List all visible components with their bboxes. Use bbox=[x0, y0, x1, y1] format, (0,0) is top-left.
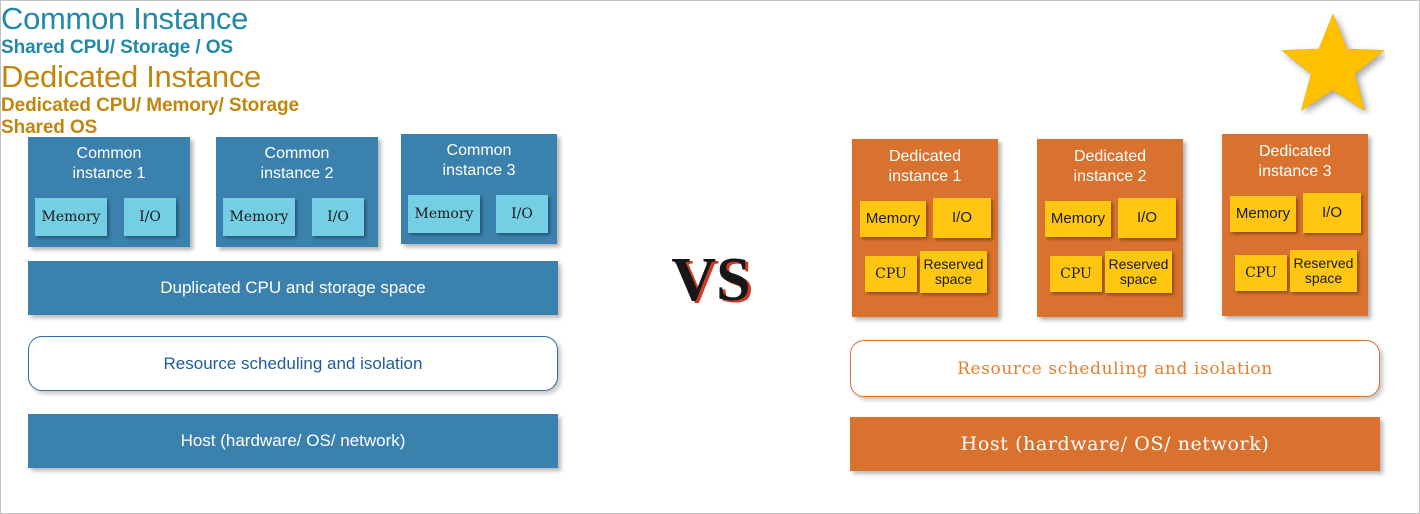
common-instance-3-chip-io[interactable]: I/O bbox=[496, 195, 548, 233]
dedicated-instance-card-2-name-line1: Dedicated bbox=[1073, 148, 1147, 165]
dedicated-instance-card-1-name: Dedicated instance 1 bbox=[852, 139, 998, 187]
common-instance-card-3-name-line1: Common bbox=[446, 142, 512, 159]
dedicated-instance-card-1[interactable]: Dedicated instance 1 Memory I/O CPU Rese… bbox=[852, 139, 998, 317]
common-instance-card-2[interactable]: Common instance 2 Memory I/O bbox=[216, 137, 378, 247]
dedicated-instance-3-chip-memory[interactable]: Memory bbox=[1230, 196, 1296, 232]
dedicated-instance-heading-block: Dedicated Instance Dedicated CPU/ Memory… bbox=[1, 59, 471, 139]
common-instance-1-chip-io[interactable]: I/O bbox=[124, 198, 176, 236]
dedicated-instance-3-chip-cpu[interactable]: CPU bbox=[1235, 255, 1287, 291]
common-instance-card-3-name: Common instance 3 bbox=[401, 134, 557, 181]
dedicated-instance-card-2-name-line2: instance 2 bbox=[1073, 168, 1147, 185]
common-instance-3-chip-memory[interactable]: Memory bbox=[408, 195, 480, 233]
dedicated-instance-card-3[interactable]: Dedicated instance 3 Memory I/O CPU Rese… bbox=[1222, 134, 1368, 316]
dedicated-instance-title: Dedicated Instance bbox=[1, 59, 261, 94]
dedicated-bar-resource-scheduling: Resource scheduling and isolation bbox=[850, 340, 1380, 397]
dedicated-instance-card-3-name: Dedicated instance 3 bbox=[1222, 134, 1368, 182]
dedicated-instance-2-chip-cpu[interactable]: CPU bbox=[1050, 256, 1102, 292]
common-instance-title: Common Instance bbox=[1, 1, 249, 36]
common-instance-card-2-name-line2: instance 2 bbox=[260, 165, 334, 182]
dedicated-instance-1-chip-cpu[interactable]: CPU bbox=[865, 256, 917, 292]
common-instance-card-1-name-line2: instance 1 bbox=[72, 165, 146, 182]
dedicated-instance-subtitle-line-1: Dedicated CPU/ Memory/ Storage bbox=[1, 95, 299, 116]
dedicated-instance-1-chip-reserved-space[interactable]: Reserved space bbox=[920, 251, 987, 293]
star-icon bbox=[1281, 11, 1385, 115]
dedicated-instance-2-chip-reserved-space[interactable]: Reserved space bbox=[1105, 251, 1172, 293]
common-instance-card-1-name-line1: Common bbox=[76, 145, 142, 162]
dedicated-instance-1-chip-io[interactable]: I/O bbox=[933, 198, 991, 238]
common-instance-card-2-name: Common instance 2 bbox=[216, 137, 378, 184]
common-instance-2-chip-io[interactable]: I/O bbox=[312, 198, 364, 236]
dedicated-instance-card-2-name: Dedicated instance 2 bbox=[1037, 139, 1183, 187]
common-bar-duplicated-cpu-storage: Duplicated CPU and storage space bbox=[28, 261, 558, 315]
common-instance-card-3-name-line2: instance 3 bbox=[442, 162, 516, 179]
dedicated-bar-host: Host (hardware/ OS/ network) bbox=[850, 417, 1380, 471]
dedicated-instance-1-chip-memory[interactable]: Memory bbox=[860, 201, 926, 237]
dedicated-instance-card-2[interactable]: Dedicated instance 2 Memory I/O CPU Rese… bbox=[1037, 139, 1183, 317]
dedicated-instance-card-1-name-line1: Dedicated bbox=[888, 148, 962, 165]
dedicated-instance-card-1-name-line2: instance 1 bbox=[888, 168, 962, 185]
common-bar-resource-scheduling: Resource scheduling and isolation bbox=[28, 336, 558, 391]
versus-label: VS bbox=[671, 246, 751, 314]
common-bar-host: Host (hardware/ OS/ network) bbox=[28, 414, 558, 468]
dedicated-instance-3-chip-io[interactable]: I/O bbox=[1303, 193, 1361, 233]
dedicated-instance-card-3-name-line2: instance 3 bbox=[1258, 163, 1332, 180]
common-instance-heading-block: Common Instance Shared CPU/ Storage / OS bbox=[1, 1, 471, 59]
common-instance-card-1[interactable]: Common instance 1 Memory I/O bbox=[28, 137, 190, 247]
common-instance-card-3[interactable]: Common instance 3 Memory I/O bbox=[401, 134, 557, 244]
dedicated-instance-subtitle-line-2: Shared OS bbox=[1, 117, 98, 138]
dedicated-instance-card-3-name-line1: Dedicated bbox=[1258, 143, 1332, 160]
common-instance-1-chip-memory[interactable]: Memory bbox=[35, 198, 107, 236]
dedicated-instance-2-chip-memory[interactable]: Memory bbox=[1045, 201, 1111, 237]
common-instance-subtitle-line-1: Shared CPU/ Storage / OS bbox=[1, 37, 233, 58]
dedicated-instance-2-chip-io[interactable]: I/O bbox=[1118, 198, 1176, 238]
common-instance-card-2-name-line1: Common bbox=[264, 145, 330, 162]
common-instance-2-chip-memory[interactable]: Memory bbox=[223, 198, 295, 236]
common-instance-card-1-name: Common instance 1 bbox=[28, 137, 190, 184]
dedicated-instance-3-chip-reserved-space[interactable]: Reserved space bbox=[1290, 250, 1357, 292]
